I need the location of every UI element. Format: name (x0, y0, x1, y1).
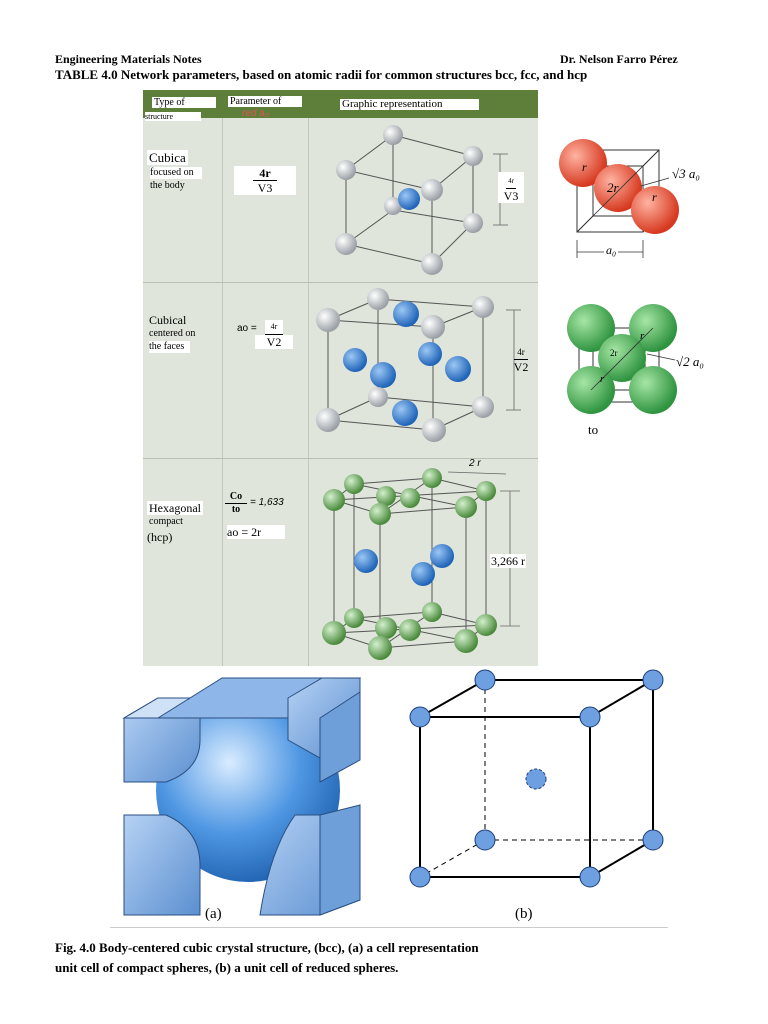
bcc-spheres-figure (559, 139, 679, 258)
hcp-graphic (322, 468, 520, 660)
row-divider (143, 458, 538, 459)
row3-sub2: (hcp) (147, 530, 173, 544)
fcc-to-label: to (588, 422, 599, 437)
col-header-type-line2: structure (145, 112, 201, 121)
row-divider (143, 282, 538, 283)
col-header-graphic: Graphic representation (340, 99, 479, 110)
figure-label-a: (a) (205, 906, 222, 922)
row3-co-val: = 1,633 (250, 497, 284, 508)
row2-sub1: centered on (149, 328, 196, 339)
fcc-2r-label: 2r (610, 348, 618, 358)
row2-param: 4r V2 (255, 318, 293, 349)
row3-co-den: to (231, 504, 241, 515)
caption-line2: unit cell of compact spheres, (b) a unit… (55, 960, 399, 975)
row1-param: 4r V3 (234, 166, 296, 195)
row1-side-num: 4r (506, 174, 516, 189)
row1-param-den: V3 (257, 181, 273, 195)
fcc-r2-label: r (600, 373, 605, 385)
row2-side-label: 4r V2 (505, 344, 537, 374)
row2-sub2: the faces (149, 341, 191, 353)
row1-type: Cubica (147, 150, 188, 165)
row3-co-num: Co (225, 491, 247, 504)
bcc-r2-label: r (652, 190, 657, 204)
bcc-diagonal-label: √3 a₀ (672, 166, 700, 181)
header-left: Engineering Materials Notes (55, 52, 202, 66)
bcc-a0-label: a₀ (604, 243, 619, 258)
row3-ao: ao = 2r (227, 525, 285, 539)
col-header-type-line1: Type of (154, 97, 185, 108)
bcc-reduced-spheres-figure (409, 669, 664, 888)
fcc-spheres-figure (567, 304, 677, 414)
row3-height-label: 3,266 r (490, 554, 526, 568)
figure-label-b: (b) (515, 906, 533, 922)
row1-sub1: focused on (150, 167, 202, 179)
row3-sub1: compact (149, 516, 183, 527)
row1-sub2: the body (150, 180, 185, 191)
bcc-cube-graphic (335, 125, 508, 275)
row2-name: Cubical (149, 313, 187, 327)
row2-prefix: ao = (237, 323, 257, 334)
column-divider (222, 118, 223, 666)
table-title: TABLE 4.0 Network parameters, based on a… (55, 67, 588, 82)
col-header-param-line2: red a₀ (242, 108, 270, 119)
row3-top-label: 2 r (469, 458, 481, 469)
fcc-cube-graphic (316, 288, 521, 442)
col-header-type: Type of (152, 97, 216, 108)
col-header-param: Parameter of (228, 96, 302, 107)
column-divider (308, 118, 309, 666)
row2-param-den: V2 (255, 335, 293, 349)
bcc-2r-label: 2r (607, 180, 619, 195)
fcc-diagonal-label: √2 a₀ (676, 354, 704, 369)
row2-param-num: 4r (264, 320, 284, 335)
row2-side-den: V2 (513, 360, 529, 374)
row2-side-num: 4r (514, 345, 528, 360)
row3-co-frac: Co to (225, 491, 247, 516)
row1-side-label: 4r V3 (498, 172, 524, 203)
table-background (143, 90, 538, 666)
figure-baseline (110, 927, 668, 928)
bcc-compact-spheres-figure (122, 677, 362, 916)
fcc-r1-label: r (640, 330, 645, 342)
row3-name: Hexagonal (147, 501, 203, 515)
caption-line1: Fig. 4.0 Body-centered cubic crystal str… (55, 940, 479, 955)
row1-side-den: V3 (503, 189, 519, 203)
bcc-r1-label: r (582, 160, 587, 174)
row1-param-num: 4r (253, 166, 277, 181)
row1-name: Cubica (149, 150, 186, 165)
header-right: Dr. Nelson Farro Pérez (560, 52, 678, 66)
figure-caption: Fig. 4.0 Body-centered cubic crystal str… (55, 938, 585, 978)
